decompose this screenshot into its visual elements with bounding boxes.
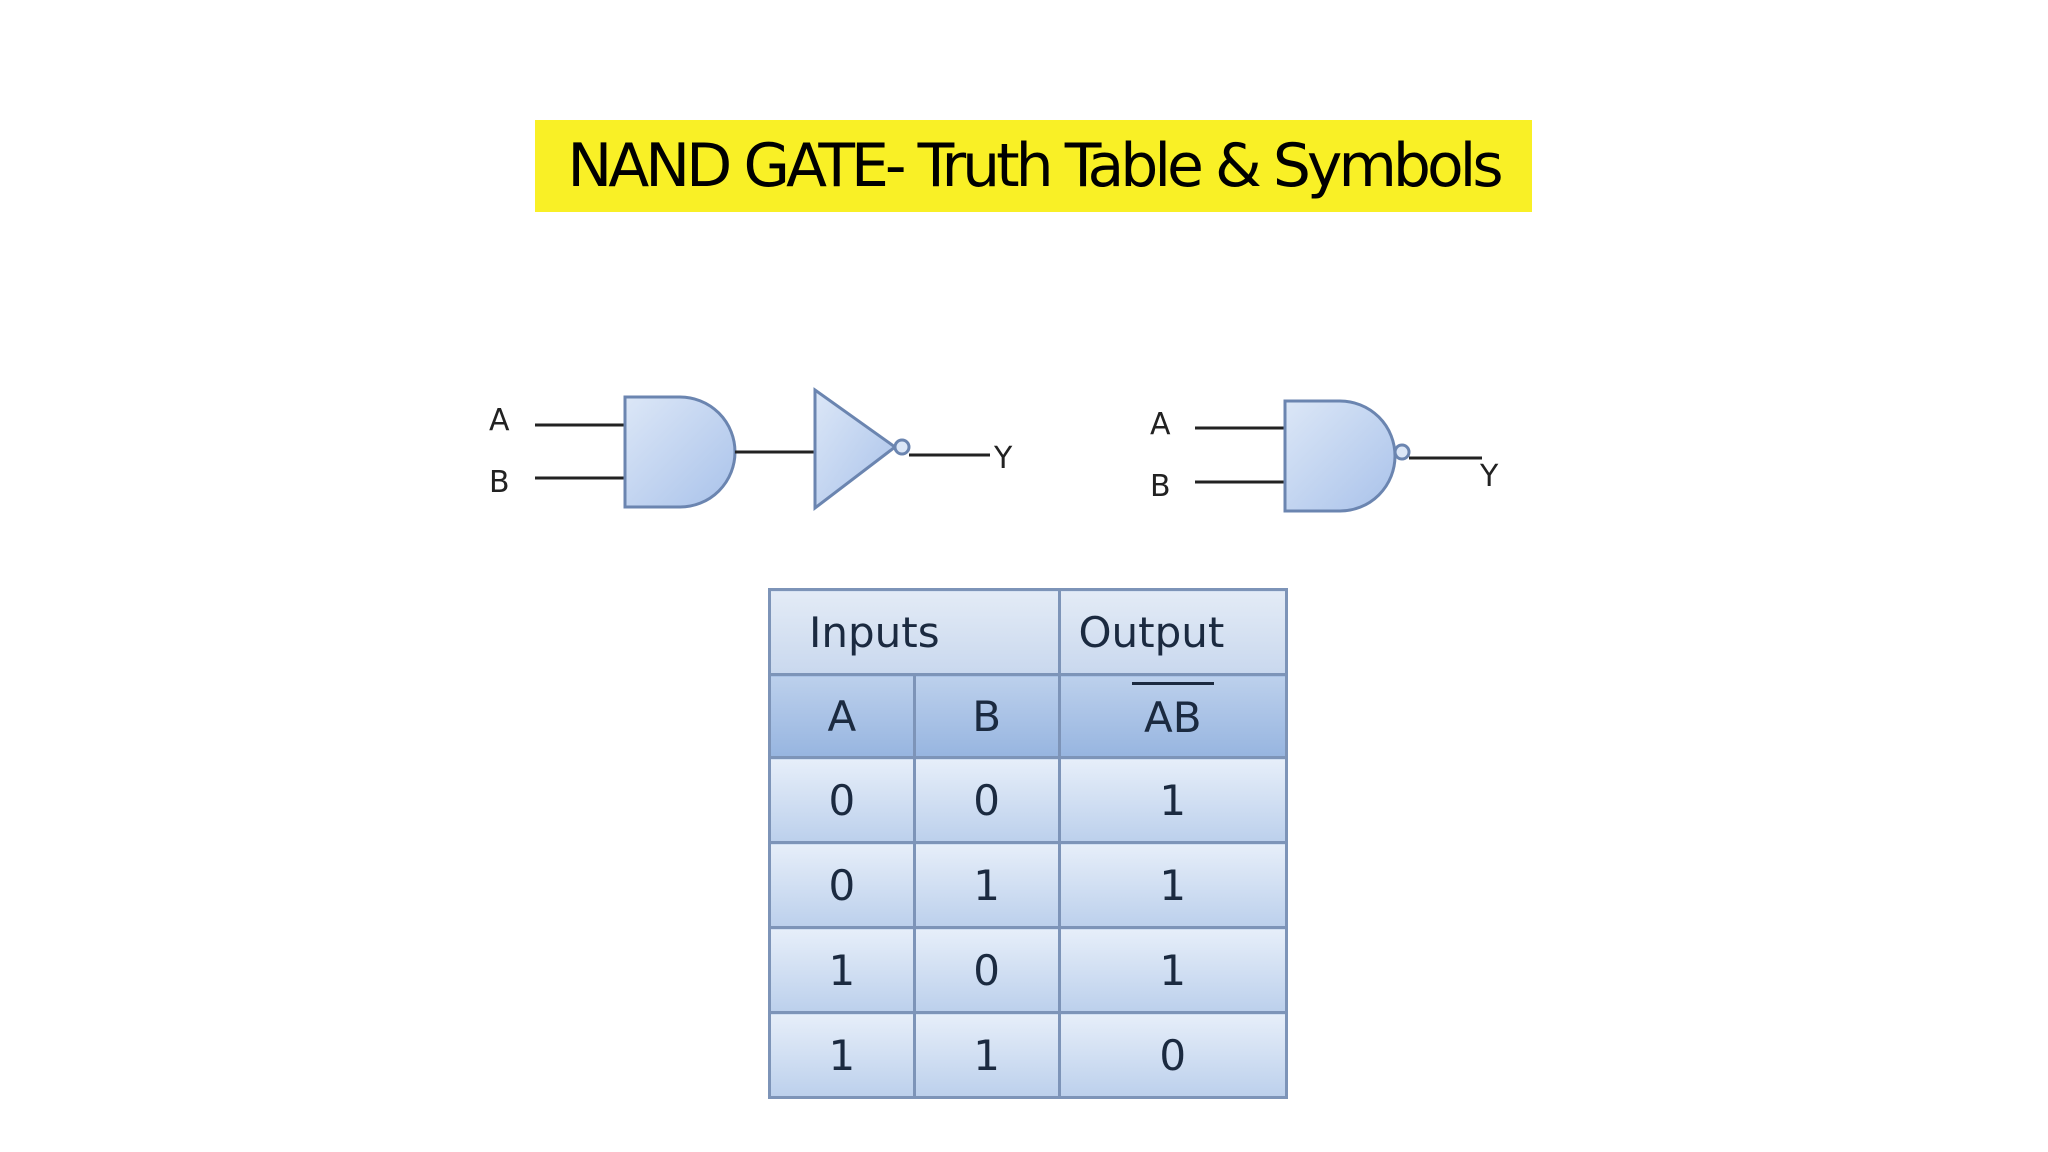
- cell-b: 1: [912, 841, 1061, 929]
- col-b-header: B: [912, 673, 1061, 759]
- cell-b: 1: [912, 1011, 1061, 1099]
- input-b-label: B: [489, 465, 510, 500]
- nand-diagram: A B Y: [1150, 399, 1499, 513]
- cell-b: 0: [912, 926, 1061, 1014]
- cell-a: 0: [768, 756, 916, 844]
- title-banner: NAND GATE- Truth Table & Symbols: [535, 120, 1532, 212]
- col-a-header: A: [768, 673, 916, 759]
- and-gate-shape: [623, 395, 737, 509]
- output-y-label: Y: [993, 441, 1013, 476]
- not-gate-shape: [813, 387, 898, 512]
- nand-bubble-icon: [1393, 443, 1411, 461]
- cell-out: 0: [1057, 1011, 1288, 1099]
- cell-out: 1: [1057, 756, 1288, 844]
- input-a-label: A: [1150, 407, 1171, 442]
- table-row: 1 0 1: [768, 926, 1288, 1014]
- cell-a: 1: [768, 1011, 916, 1099]
- page-title: NAND GATE- Truth Table & Symbols: [567, 131, 1503, 201]
- truth-table: Inputs Output A B AB 0 0 1 0 1 1 1 0 1 1…: [768, 588, 1288, 1099]
- table-row: 0 0 1: [768, 756, 1288, 844]
- output-header: Output: [1057, 588, 1288, 676]
- cell-a: 1: [768, 926, 916, 1014]
- nand-gate-shape: [1283, 399, 1397, 513]
- and-not-diagram: A B Y: [489, 387, 1013, 512]
- input-a-label: A: [489, 403, 510, 438]
- cell-a: 0: [768, 841, 916, 929]
- overbar-ab: AB: [1131, 682, 1214, 742]
- table-row: 0 1 1: [768, 841, 1288, 929]
- inputs-header: Inputs: [768, 588, 1061, 676]
- input-b-label: B: [1150, 469, 1171, 504]
- col-out-header: AB: [1057, 673, 1288, 759]
- cell-b: 0: [912, 756, 1061, 844]
- not-bubble-icon: [893, 438, 911, 456]
- output-y-label: Y: [1479, 459, 1499, 494]
- cell-out: 1: [1057, 841, 1288, 929]
- cell-out: 1: [1057, 926, 1288, 1014]
- table-row: 1 1 0: [768, 1011, 1288, 1099]
